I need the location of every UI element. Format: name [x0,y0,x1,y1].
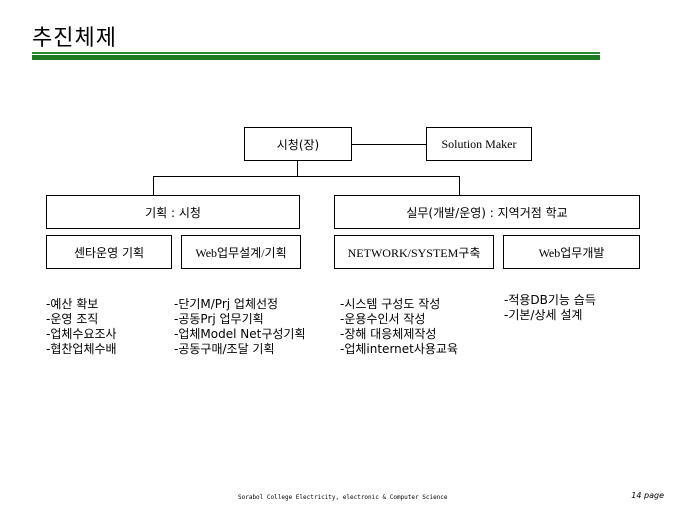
list-item: -단기M/Prj 업체선정 [174,297,279,311]
list-item: -공동구매/조달 기획 [174,342,275,356]
list-item: -예산 확보 [46,297,99,311]
node-web-design: Web업무설계/기획 [181,235,301,269]
list-item: -운영 조직 [46,312,99,326]
page-number: 14 page [631,491,664,500]
node-solution-maker: Solution Maker [426,127,532,161]
node-city-head: 시청(장) [244,127,352,161]
task-list-web-design: -단기M/Prj 업체선정 -공동Prj 업무기획 -업체Model Net구성… [174,297,305,357]
title-rule-thin [32,52,600,54]
node-center-planning: 센타운영 기획 [46,235,172,269]
list-item: -시스템 구성도 작성 [340,297,441,311]
list-item: -운용수인서 작성 [340,312,426,326]
list-item: -기본/상세 설계 [504,308,583,322]
list-item: -업체수요조사 [46,327,117,341]
page-title: 추진체제 [32,26,117,51]
connector-top-down [297,161,298,176]
node-web-development: Web업무개발 [503,235,640,269]
node-planning: 기획 : 시청 [46,195,300,229]
node-network-system: NETWORK/SYSTEM구축 [334,235,494,269]
task-list-network: -시스템 구성도 작성 -운용수인서 작성 -장해 대응체제작성 -업체inte… [340,297,458,357]
footer-text: Sorabol College Electricity, electronic … [238,494,448,501]
connector-branch [153,176,460,177]
list-item: -공동Prj 업무기획 [174,312,264,326]
list-item: -업체Model Net구성기획 [174,327,306,341]
connector-top-horizontal [352,144,426,145]
connector-left-down [153,176,154,195]
title-rule-thick [32,55,600,60]
node-practice: 실무(개발/운영) : 지역거점 학교 [334,195,640,229]
list-item: -업체internet사용교육 [340,342,459,356]
list-item: -협찬업체수배 [46,342,117,356]
list-item: -적용DB기능 습득 [504,293,596,307]
task-list-web-dev: -적용DB기능 습득 -기본/상세 설계 [504,293,596,323]
list-item: -장해 대응체제작성 [340,327,437,341]
task-list-center: -예산 확보 -운영 조직 -업체수요조사 -협찬업체수배 [46,297,117,357]
connector-right-down [459,176,460,195]
